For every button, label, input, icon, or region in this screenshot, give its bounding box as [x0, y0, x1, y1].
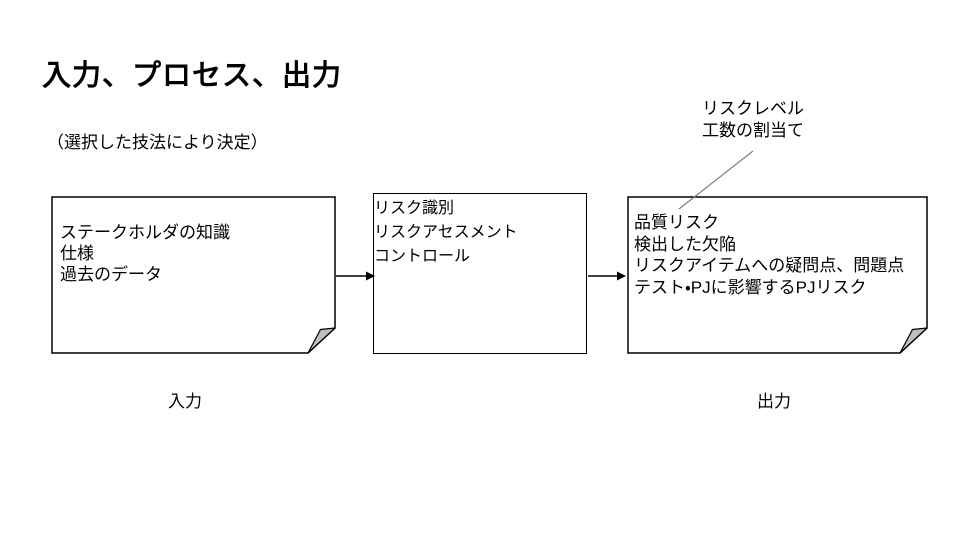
output-line-1: 品質リスク — [634, 213, 719, 232]
annotation-line-2: 工数の割当て — [702, 121, 804, 140]
slide-title: 入力、プロセス、出力 — [42, 60, 343, 92]
process-box-text: リスク識別 リスクアセスメント コントロール — [374, 194, 586, 266]
folded-corner-icon — [899, 327, 928, 354]
input-caption: 入力 — [168, 392, 202, 411]
input-box-text: ステークホルダの知識 仕様 過去のデータ — [60, 222, 230, 285]
input-line-2: 仕様 — [60, 244, 94, 263]
output-line-3: リスクアイテムへの疑問点、問題点 — [634, 256, 905, 275]
output-box-text: 品質リスク 検出した欠陥 リスクアイテムへの疑問点、問題点 テスト・PJに影響す… — [634, 212, 904, 298]
arrow-input-to-process — [336, 271, 375, 281]
arrowhead-right-icon — [617, 271, 626, 281]
process-box: リスク識別 リスクアセスメント コントロール — [373, 193, 587, 354]
annotation-risk-level: リスクレベル 工数の割当て — [702, 98, 804, 142]
input-line-3: 過去のデータ — [60, 265, 162, 284]
output-line-2: 検出した欠陥 — [634, 234, 736, 254]
input-note-shape: ステークホルダの知識 仕様 過去のデータ — [51, 196, 336, 354]
slide-subtitle: （選択した技法により決定） — [47, 133, 268, 152]
process-line-1: リスク識別 — [374, 200, 455, 217]
output-line-4: テスト・PJに影響するPJリスク — [634, 277, 867, 297]
process-line-3: コントロール — [374, 248, 471, 265]
arrow-process-to-output — [588, 271, 626, 281]
process-line-2: リスクアセスメント — [374, 224, 518, 241]
folded-note-outline-icon — [627, 196, 928, 354]
output-caption: 出力 — [757, 392, 791, 411]
output-note-shape: 品質リスク 検出した欠陥 リスクアイテムへの疑問点、問題点 テスト・PJに影響す… — [627, 196, 928, 354]
folded-corner-icon — [307, 327, 336, 354]
annotation-line-1: リスクレベル — [702, 99, 804, 118]
input-line-1: ステークホルダの知識 — [60, 223, 230, 242]
folded-note-outline-icon — [51, 196, 336, 354]
